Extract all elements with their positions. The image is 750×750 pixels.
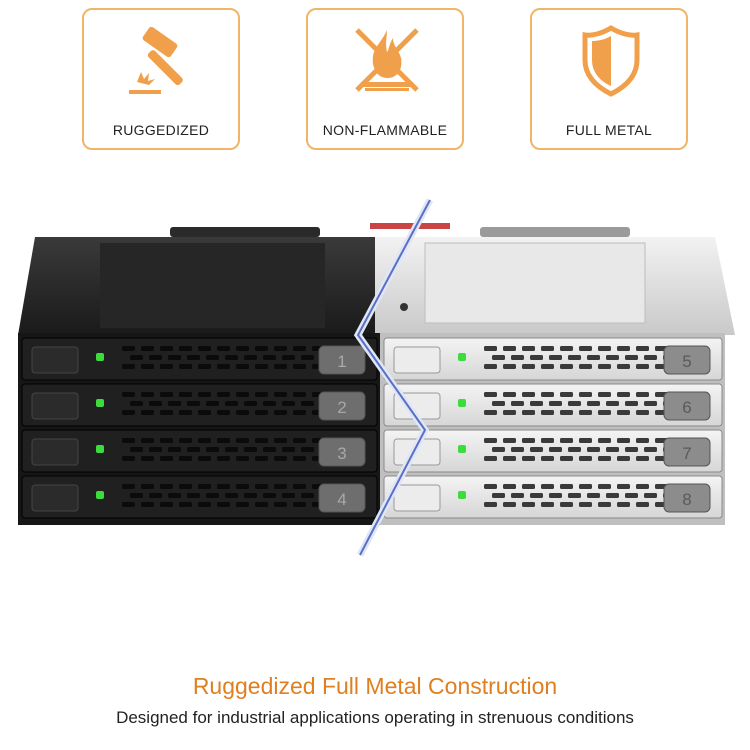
activity-led: [458, 353, 466, 361]
bay-number: 8: [682, 490, 691, 509]
activity-led: [458, 491, 466, 499]
drive-bay-7: 7: [383, 429, 723, 473]
eject-button-8[interactable]: [663, 483, 711, 513]
headline: Ruggedized Full Metal Construction: [192, 673, 558, 699]
hammer-icon: [129, 26, 183, 94]
bay-number: 4: [337, 490, 346, 509]
drive-bay-5: 5: [383, 337, 723, 381]
subline: Designed for industrial applications ope…: [116, 708, 634, 727]
eject-button-2[interactable]: [318, 391, 366, 421]
bay-number: 2: [337, 398, 346, 417]
non-flammable-badge: NON-FLAMMABLE: [306, 8, 464, 150]
activity-led: [458, 445, 466, 453]
badge-label: RUGGEDIZED: [112, 122, 210, 138]
eject-button-3[interactable]: [318, 437, 366, 467]
drive-bay-4: 4: [21, 475, 378, 519]
eject-button-6[interactable]: [663, 391, 711, 421]
activity-led: [458, 399, 466, 407]
shield-icon: [582, 25, 640, 97]
full-metal-badge: FULL METAL: [530, 8, 688, 150]
badge-label: FULL METAL: [565, 122, 653, 138]
bay-number: 6: [682, 398, 691, 417]
eject-button-4[interactable]: [318, 483, 366, 513]
eject-button-5[interactable]: [663, 345, 711, 375]
no-fire-icon: [355, 28, 419, 92]
drive-bay-1: 1: [21, 337, 378, 381]
ruggedized-badge: RUGGEDIZED: [82, 8, 240, 150]
drive-bay-2: 2: [21, 383, 378, 427]
bay-number: 5: [682, 352, 691, 371]
activity-led: [96, 399, 104, 407]
eject-button-7[interactable]: [663, 437, 711, 467]
drive-enclosure-image: 1 2 3 4 5 6 7 8: [18, 198, 735, 557]
activity-led: [96, 445, 104, 453]
drive-bay-8: 8: [383, 475, 723, 519]
bay-number: 3: [337, 444, 346, 463]
activity-led: [96, 353, 104, 361]
drive-bay-3: 3: [21, 429, 378, 473]
bay-number: 7: [682, 444, 691, 463]
drive-bay-6: 6: [383, 383, 723, 427]
eject-button-1[interactable]: [318, 345, 366, 375]
bay-number: 1: [337, 352, 346, 371]
activity-led: [96, 491, 104, 499]
badge-label: NON-FLAMMABLE: [322, 122, 448, 138]
